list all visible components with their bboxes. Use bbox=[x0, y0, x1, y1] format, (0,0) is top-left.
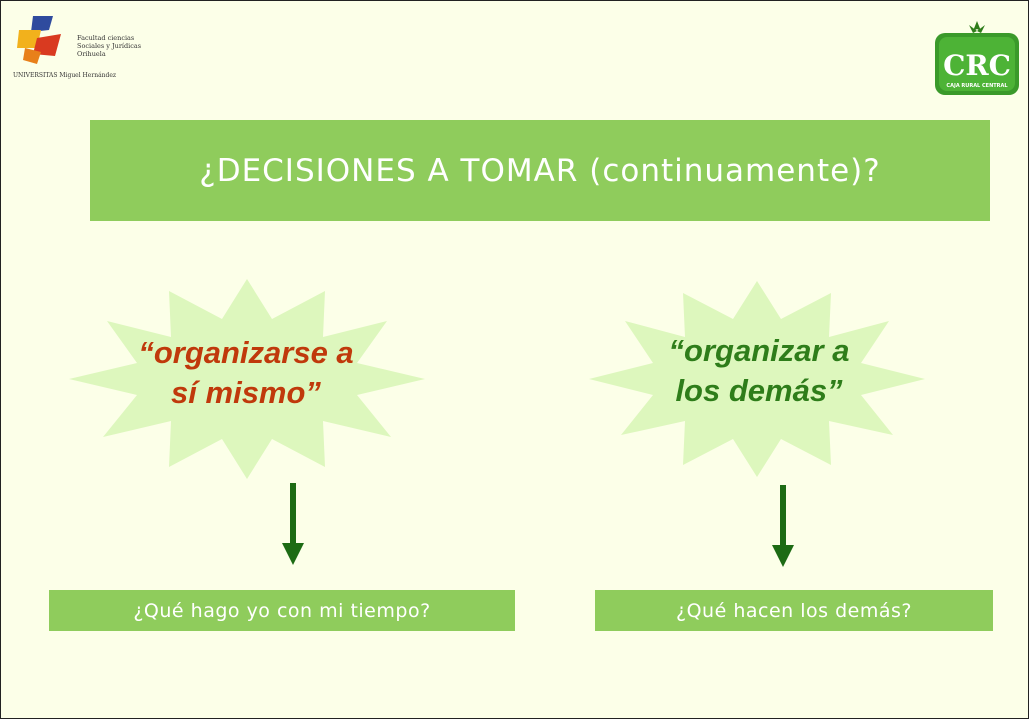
left-burst-line-1: “organizarse a bbox=[138, 335, 354, 370]
right-starburst bbox=[589, 281, 925, 477]
crc-logo: CRC CAJA RURAL CENTRAL bbox=[935, 21, 1019, 95]
right-burst-line-1: “organizar a bbox=[668, 333, 850, 368]
faculty-line-1: Facultad ciencias bbox=[77, 34, 135, 42]
left-question-box: ¿Qué hago yo con mi tiempo? bbox=[49, 590, 515, 631]
right-question-box: ¿Qué hacen los demás? bbox=[595, 590, 993, 631]
left-question-text: ¿Qué hago yo con mi tiempo? bbox=[133, 599, 431, 622]
slide-title: ¿DECISIONES A TOMAR (continuamente)? bbox=[199, 152, 881, 189]
right-burst-text: “organizar a los demás” bbox=[649, 331, 869, 411]
crc-subtitle-text: CAJA RURAL CENTRAL bbox=[946, 83, 1008, 89]
university-name: UNIVERSITAS Miguel Hernández bbox=[13, 72, 117, 79]
right-question-text: ¿Qué hacen los demás? bbox=[676, 599, 912, 622]
faculty-line-2: Sociales y Jurídicas bbox=[77, 42, 142, 50]
faculty-line-3: Orihuela bbox=[77, 50, 106, 58]
faculty-logo: Facultad ciencias Sociales y Jurídicas O… bbox=[7, 6, 167, 92]
left-starburst bbox=[69, 279, 425, 479]
faculty-logo-text: Facultad ciencias Sociales y Jurídicas O… bbox=[77, 34, 141, 58]
left-burst-text: “organizarse a sí mismo” bbox=[121, 333, 371, 413]
right-burst-line-2: los demás” bbox=[675, 373, 843, 408]
crc-brand-text: CRC bbox=[943, 49, 1011, 82]
right-down-arrow-icon bbox=[772, 485, 794, 567]
wheat-icon bbox=[973, 21, 981, 31]
left-down-arrow-icon bbox=[282, 483, 304, 565]
faculty-emblem-icon bbox=[17, 16, 61, 64]
left-burst-line-2: sí mismo” bbox=[171, 375, 321, 410]
title-banner: ¿DECISIONES A TOMAR (continuamente)? bbox=[90, 120, 990, 221]
